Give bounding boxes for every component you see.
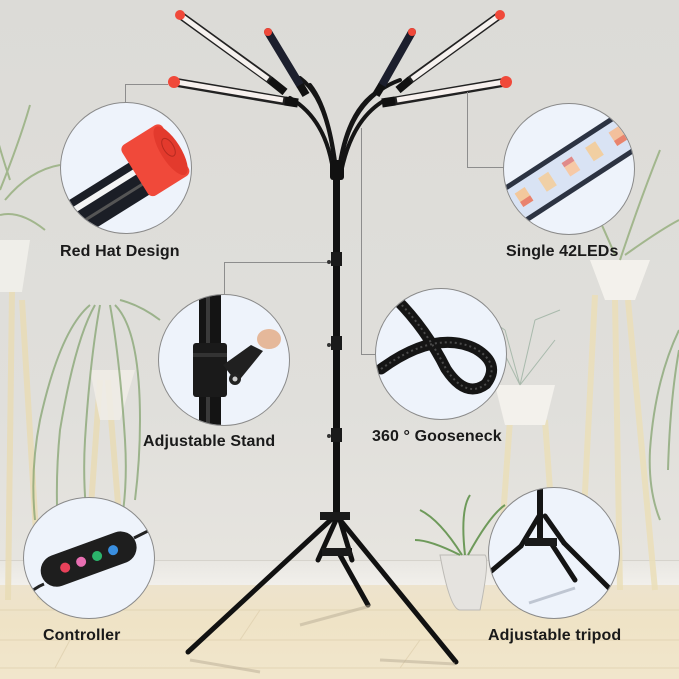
label-stand: Adjustable Stand — [143, 433, 276, 450]
tripod-icon — [489, 488, 612, 605]
red-cap-icon — [61, 124, 190, 233]
clamp-knob-icon — [193, 295, 281, 425]
label-gooseneck: 360 ° Gooseneck — [372, 428, 502, 445]
light-bar — [175, 10, 288, 96]
callout-tripod — [488, 487, 620, 619]
callout-gooseneck — [375, 288, 507, 420]
led-strip-icon — [504, 105, 634, 234]
callout-stand — [158, 294, 290, 426]
label-red-hat: Red Hat Design — [60, 243, 180, 260]
callout-red-hat — [60, 102, 192, 234]
callout-controller — [23, 497, 155, 619]
callout-leds — [503, 103, 635, 235]
connector-leds — [467, 92, 504, 168]
connector-stand — [224, 262, 327, 297]
label-tripod: Adjustable tripod — [488, 627, 622, 644]
label-controller: Controller — [43, 627, 121, 644]
connector-gooseneck — [361, 128, 380, 355]
remote-controller-icon — [24, 526, 154, 600]
gooseneck-icon — [376, 293, 498, 395]
connector-red-hat — [125, 84, 168, 103]
label-leds: Single 42LEDs — [506, 243, 619, 260]
